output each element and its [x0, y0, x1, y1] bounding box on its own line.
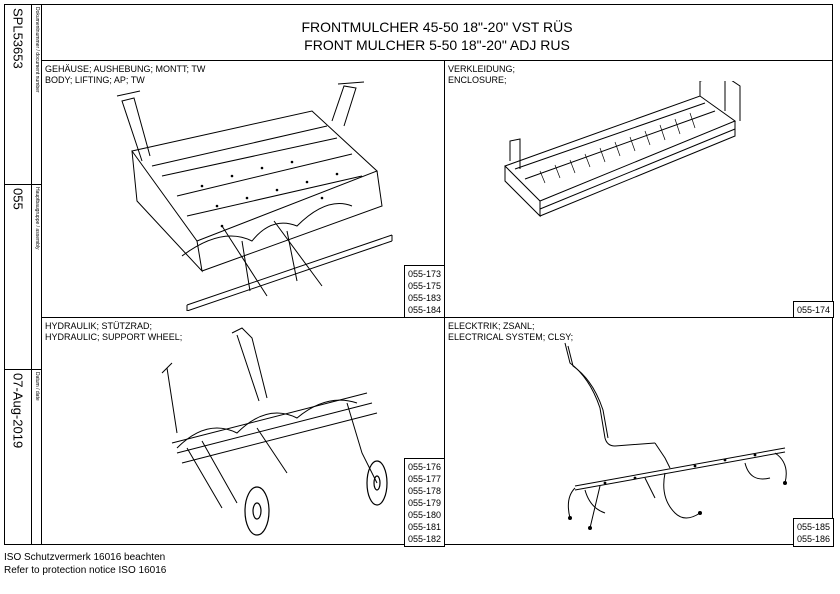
- reference-box: 055-174: [792, 301, 834, 318]
- protection-notice-de: ISO Schutzvermerk 16016 beachten: [4, 552, 166, 563]
- reference-number[interactable]: 055-185: [796, 522, 830, 532]
- panel-body-lifting[interactable]: GEHÄUSE; AUSHEBUNG; MONTT; TW BODY; LIFT…: [42, 61, 445, 318]
- panel-label: ELECKTRIK; ZSANL; ELECTRICAL SYSTEM; CLS…: [448, 321, 573, 343]
- hydraulic-drawing: [161, 327, 388, 536]
- reference-number[interactable]: 055-174: [796, 305, 830, 315]
- panel-electrical[interactable]: ELECKTRIK; ZSANL; ELECTRICAL SYSTEM; CLS…: [445, 318, 834, 547]
- assembly-label: Hauptbaugruppe / assembly: [34, 187, 40, 250]
- panel-label-en: ELECTRICAL SYSTEM; CLSY;: [448, 332, 574, 342]
- panel-label-de: HYDRAULIK; STÜTZRAD;: [45, 321, 153, 331]
- assembly-cell: 055 Hauptbaugruppe / assembly: [5, 185, 41, 370]
- panel-label-en: BODY; LIFTING; AP; TW: [45, 75, 145, 85]
- date-cell: 07-Aug-2019 Datum / date: [5, 370, 41, 545]
- reference-box: 055-176 055-177 055-178 055-179 055-180 …: [403, 458, 445, 547]
- document-date: 07-Aug-2019: [10, 373, 26, 449]
- reference-number[interactable]: 055-178: [407, 486, 441, 496]
- mulcher-body-drawing: [116, 81, 393, 311]
- panel-label-de: GEHÄUSE; AUSHEBUNG; MONTT; TW: [45, 64, 206, 74]
- title-block-sidebar: SPL53653 Dokumentnummer / document numbe…: [5, 5, 42, 545]
- panel-label-en: HYDRAULIC; SUPPORT WHEEL;: [45, 332, 183, 342]
- panel-enclosure[interactable]: VERKLEIDUNG; ENCLOSURE; 055-174: [445, 61, 834, 318]
- reference-number[interactable]: 055-183: [407, 293, 441, 303]
- panel-label: VERKLEIDUNG; ENCLOSURE;: [448, 64, 515, 86]
- document-number-cell: SPL53653 Dokumentnummer / document numbe…: [5, 5, 41, 185]
- reference-number[interactable]: 055-177: [407, 474, 441, 484]
- panel-hydraulic[interactable]: HYDRAULIK; STÜTZRAD; HYDRAULIC; SUPPORT …: [42, 318, 445, 547]
- reference-number[interactable]: 055-175: [407, 281, 441, 291]
- panel-label-de: ELECKTRIK; ZSANL;: [448, 321, 535, 331]
- panel-label-de: VERKLEIDUNG;: [448, 64, 516, 74]
- drawing-frame: SPL53653 Dokumentnummer / document numbe…: [4, 4, 834, 547]
- reference-number[interactable]: 055-179: [407, 498, 441, 508]
- document-number: SPL53653: [10, 8, 26, 69]
- reference-box: 055-173 055-175 055-183 055-184: [403, 265, 445, 318]
- reference-number[interactable]: 055-176: [407, 462, 441, 472]
- date-label: Datum / date: [34, 372, 40, 401]
- title-line-2: FRONT MULCHER 5-50 18"-20" ADJ RUS: [304, 37, 570, 53]
- reference-number[interactable]: 055-182: [407, 534, 441, 544]
- wiring-harness-drawing: [564, 342, 787, 530]
- reference-number[interactable]: 055-180: [407, 510, 441, 520]
- panel-label-en: ENCLOSURE;: [448, 75, 507, 85]
- protection-notice-en: Refer to protection notice ISO 16016: [4, 565, 167, 576]
- reference-number[interactable]: 055-184: [407, 305, 441, 315]
- page-title: FRONTMULCHER 45-50 18"-20" VST RÜS FRONT…: [42, 5, 832, 61]
- reference-box: 055-185 055-186: [792, 518, 834, 547]
- protection-notice: ISO Schutzvermerk 16016 beachten Refer t…: [4, 551, 166, 577]
- panel-label: GEHÄUSE; AUSHEBUNG; MONTT; TW BODY; LIFT…: [45, 64, 205, 86]
- reference-number[interactable]: 055-173: [407, 269, 441, 279]
- document-number-label: Dokumentnummer / document number: [34, 7, 40, 93]
- reference-number[interactable]: 055-186: [796, 534, 830, 544]
- reference-number[interactable]: 055-181: [407, 522, 441, 532]
- enclosure-drawing: [504, 81, 741, 218]
- panel-label: HYDRAULIK; STÜTZRAD; HYDRAULIC; SUPPORT …: [45, 321, 182, 343]
- assembly-number: 055: [10, 188, 26, 210]
- title-line-1: FRONTMULCHER 45-50 18"-20" VST RÜS: [301, 19, 573, 35]
